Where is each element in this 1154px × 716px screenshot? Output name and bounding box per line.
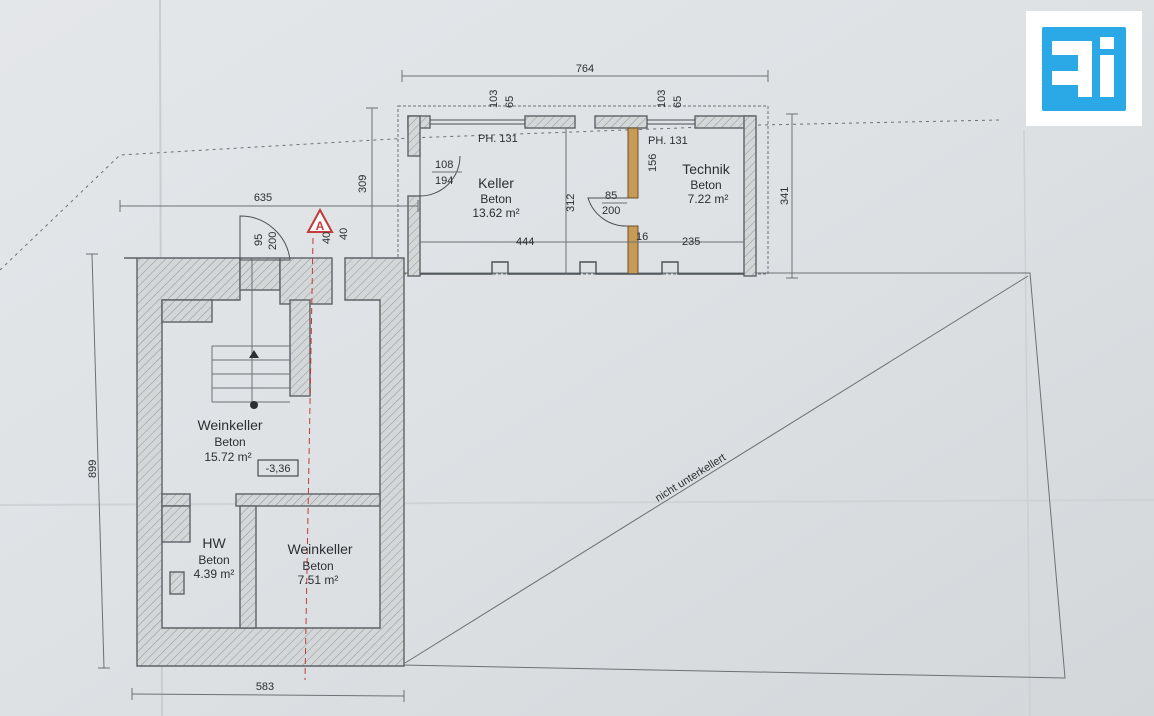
dim-ph2: PH. 131 [648, 135, 688, 147]
unexcavated-area [401, 272, 1066, 679]
dim-309: 309 [357, 175, 369, 193]
room-weinkeller2-material: Beton [302, 559, 333, 573]
annotation-unexcavated: nicht unterkellert [653, 452, 728, 505]
left-block-walls [124, 257, 405, 667]
wall-segment [594, 115, 648, 129]
wall-segment [524, 115, 576, 129]
room-weinkeller1-material: Beton [214, 435, 245, 449]
hw-divider-wall [239, 505, 257, 629]
dim-window2-h: 103 [656, 90, 668, 108]
hw-shaft [169, 571, 185, 595]
room-keller-area: 13.62 m² [472, 206, 519, 220]
dim-40a: 40 [321, 232, 333, 244]
dim-ph1: PH. 131 [478, 133, 518, 145]
room-hw-name: HW [202, 535, 226, 551]
dim-156: 156 [647, 154, 659, 172]
ri-logo-icon [1042, 27, 1126, 111]
stair-up-arrow-icon [249, 350, 259, 358]
hw-corner-wall [161, 505, 191, 543]
room-hw-area: 4.39 m² [194, 567, 235, 581]
partition-wall-upper [627, 127, 639, 199]
ri-logo [1026, 11, 1142, 126]
room-weinkeller1-area: 15.72 m² [204, 450, 251, 464]
wall-left-upper [407, 115, 421, 157]
room-technik-name: Technik [682, 161, 730, 177]
room-weinkeller1-name: Weinkeller [197, 417, 262, 433]
dim-stair-95: 95 [253, 234, 265, 246]
dim-door2-h: 200 [602, 205, 620, 217]
wall-left-lower [407, 195, 421, 277]
dim-899: 899 [87, 460, 99, 478]
dim-stair-200: 200 [267, 232, 279, 250]
wall-right [743, 115, 757, 277]
dim-312: 312 [565, 194, 577, 212]
section-marker-icon [306, 207, 334, 233]
door-arc-stair [239, 215, 291, 261]
dim-door1-w: 108 [435, 159, 453, 171]
section-line [304, 237, 314, 681]
room-keller-material: Beton [480, 192, 511, 206]
dim-line-583 [131, 693, 405, 697]
room-technik-material: Beton [690, 178, 721, 192]
dim-door2-w: 85 [605, 190, 617, 202]
dim-door1-h: 194 [435, 175, 453, 187]
level-box [257, 459, 299, 477]
dim-window1-h: 103 [488, 90, 500, 108]
room-keller-name: Keller [478, 175, 514, 191]
stair-start-icon [250, 401, 258, 409]
dim-window1-w: 65 [504, 96, 516, 108]
unexcavated-diagonal [404, 275, 1029, 664]
dim-764: 764 [576, 63, 594, 75]
dim-40b: 40 [338, 228, 350, 240]
room-wall-top [161, 299, 213, 323]
middle-wall [161, 493, 191, 507]
dim-583: 583 [256, 681, 274, 693]
room-weinkeller2-area: 7.51 m² [298, 573, 339, 587]
top-block-outline [397, 105, 769, 275]
room-technik-area: 7.22 m² [688, 192, 729, 206]
dim-635: 635 [254, 192, 272, 204]
door-arc-technik [587, 197, 629, 227]
staircase [211, 258, 290, 403]
stair-wall-inner [289, 299, 311, 397]
dim-window2-w: 65 [672, 96, 684, 108]
room-hw-material: Beton [198, 553, 229, 567]
dim-line-899 [91, 253, 105, 669]
room-weinkeller2-name: Weinkeller [287, 541, 352, 557]
stair-wall-left [239, 257, 281, 291]
dim-235: 235 [682, 236, 700, 248]
section-marker-label: A [316, 219, 325, 233]
stair-wall-right [279, 257, 333, 305]
dim-444: 444 [516, 236, 534, 248]
top-block-bottom-wall [420, 261, 744, 275]
door-arc-keller [419, 155, 461, 197]
dim-16: 16 [636, 231, 648, 243]
dim-341: 341 [779, 187, 791, 205]
level-value: -3,36 [265, 463, 290, 475]
